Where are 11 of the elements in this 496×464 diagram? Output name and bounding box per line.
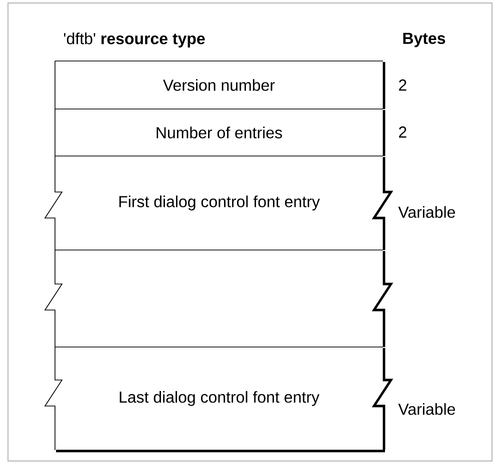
empty-row: [44, 250, 394, 348]
column-heading: Bytes: [403, 32, 446, 48]
table-row: Last dialog control font entry: [44, 346, 394, 452]
byte-size: Variable: [398, 403, 455, 415]
title: 'dftb' resource type: [64, 32, 205, 48]
table-row: Version number: [54, 60, 386, 110]
table-row: First dialog control font entry: [44, 156, 394, 250]
byte-size: 2: [399, 126, 406, 138]
byte-size: Variable: [398, 206, 455, 218]
table-row: Number of entries: [54, 108, 386, 156]
byte-size: 2: [399, 79, 406, 91]
